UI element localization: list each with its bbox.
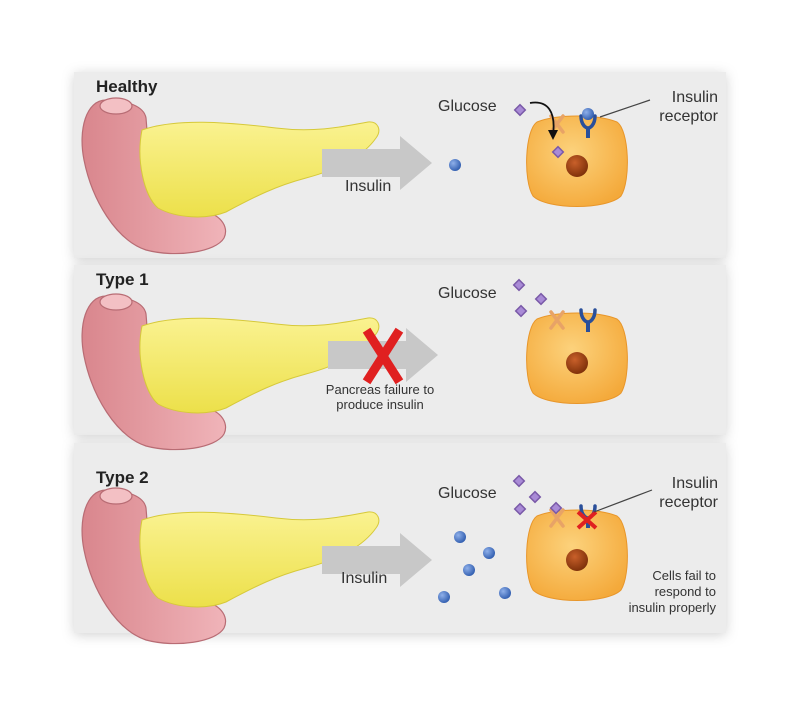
insulin-molecule	[499, 587, 511, 599]
receptor-label: Insulin receptor	[659, 475, 718, 511]
cell-type1	[526, 312, 628, 404]
insulin-molecule	[449, 159, 461, 171]
insulin-molecule	[438, 591, 450, 603]
receptor-label: Insulin receptor	[659, 89, 718, 125]
panel-title-type1: Type 1	[96, 270, 149, 289]
insulin-label: Insulin	[345, 178, 392, 195]
glucose-label: Glucose	[438, 485, 497, 502]
panel-title-healthy: Healthy	[96, 77, 158, 96]
glucose-entry-arrow	[529, 101, 555, 136]
receptor-pointer	[593, 489, 653, 513]
blocked-cross-icon	[362, 327, 404, 385]
insulin-molecule	[454, 531, 466, 543]
cell-healthy	[526, 115, 628, 207]
cells-fail-label: Cells fail to respond to insulin properl…	[628, 568, 716, 615]
bound-insulin	[582, 108, 594, 120]
insulin-molecule	[483, 547, 495, 559]
receptor-blocked-cross-icon	[576, 510, 598, 530]
insulin-molecule	[463, 564, 475, 576]
receptor-pointer	[599, 99, 651, 118]
arrow-head	[548, 130, 558, 140]
panel-title-type2: Type 2	[96, 468, 149, 487]
glucose-label: Glucose	[438, 285, 497, 302]
insulin-label: Insulin	[341, 570, 388, 587]
glucose-label: Glucose	[438, 98, 497, 115]
pancreas-failure-label: Pancreas failure to produce insulin	[325, 382, 435, 412]
